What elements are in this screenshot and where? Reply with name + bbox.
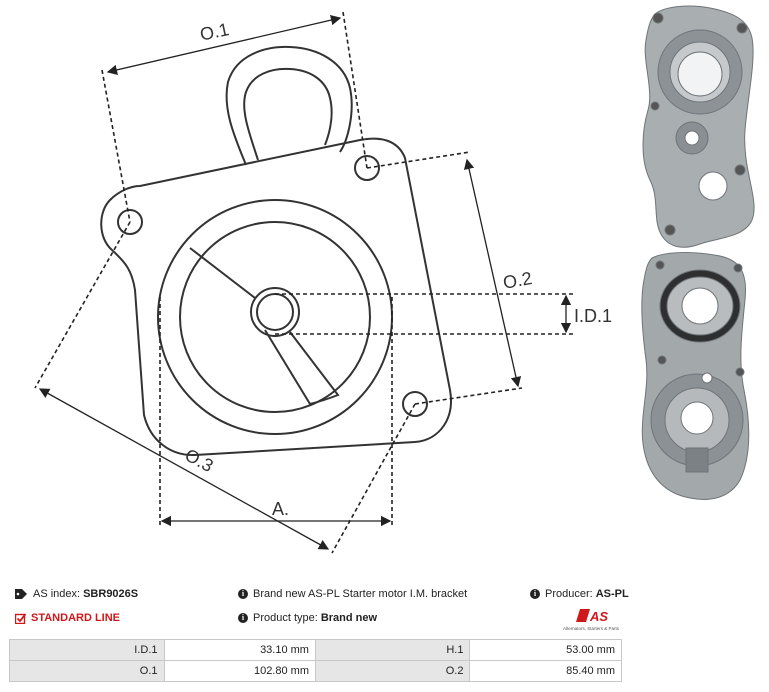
- as-index-value: SBR9026S: [83, 588, 139, 600]
- as-index: AS index: SBR9026S: [15, 588, 138, 600]
- spec-label: I.D.1: [9, 639, 165, 661]
- label-o1: O.1: [198, 19, 231, 45]
- tag-icon: [15, 589, 27, 599]
- producer-value: AS-PL: [595, 588, 629, 600]
- spec-value: 53.00 mm: [469, 639, 622, 661]
- bracket-top-lug-inner: [243, 67, 333, 161]
- table-row: I.D.1 33.10 mm H.1 53.00 mm: [9, 639, 622, 661]
- bushing-outer: [250, 287, 300, 337]
- info-row-2: STANDARD LINE i Product type: Brand new: [15, 612, 625, 630]
- logo-mark: AS: [589, 609, 608, 624]
- info-icon: i: [238, 613, 248, 623]
- info-row-1: AS index: SBR9026S i Brand new AS-PL Sta…: [15, 588, 629, 606]
- info-icon: i: [530, 589, 540, 599]
- as-index-label: AS index:: [33, 588, 81, 600]
- label-o3: O.3: [182, 445, 217, 476]
- as-pl-logo: AS Alternators, Starters & Parts: [560, 606, 626, 634]
- o2-dimension-line: [463, 158, 522, 388]
- label-id1: I.D.1: [574, 306, 612, 326]
- spec-label: O.1: [9, 660, 165, 682]
- product-type-value: Brand new: [320, 612, 378, 624]
- housing-inner-ring: [179, 221, 371, 413]
- o1-ext-left: [101, 69, 131, 223]
- spec-label: O.2: [314, 660, 471, 682]
- o3-ext-right: [331, 403, 416, 554]
- spec-value: 33.10 mm: [163, 639, 316, 661]
- description: i Brand new AS-PL Starter motor I.M. bra…: [238, 588, 467, 600]
- bolt-hole-bottom-right: [402, 391, 428, 417]
- spec-value: 102.80 mm: [163, 660, 316, 682]
- o2-ext-top: [366, 151, 471, 169]
- info-icon: i: [238, 589, 248, 599]
- spec-label: H.1: [314, 639, 471, 661]
- housing-outer-ring: [157, 199, 393, 435]
- label-a: A.: [272, 499, 289, 519]
- bolt-hole-top-right: [354, 155, 380, 181]
- producer-label: Producer:: [545, 588, 593, 600]
- bracket-flange-outline: [100, 137, 452, 457]
- o2-ext-bottom: [414, 387, 523, 405]
- bushing-inner: [256, 293, 294, 331]
- standard-line-badge: STANDARD LINE: [15, 612, 120, 624]
- o1-ext-right: [342, 11, 368, 169]
- bracket-top-lug: [225, 45, 353, 166]
- o3-dimension-line: [38, 388, 330, 550]
- producer: i Producer: AS-PL: [530, 588, 629, 600]
- o1-dimension-line: [106, 14, 342, 76]
- product-type-label: Product type:: [253, 612, 318, 624]
- technical-drawing: O.1 O.2 O.3 I.D.1 A.: [34, 5, 755, 554]
- description-text: Brand new AS-PL Starter motor I.M. brack…: [253, 588, 468, 600]
- table-row: O.1 102.80 mm O.2 85.40 mm: [9, 660, 622, 682]
- label-o2: O.2: [502, 268, 534, 293]
- product-type: i Product type: Brand new: [238, 612, 377, 624]
- specs-table: I.D.1 33.10 mm H.1 53.00 mm O.1 102.80 m…: [9, 639, 622, 682]
- o3-ext-left: [34, 221, 131, 389]
- product-photo-top: [642, 5, 755, 248]
- bolt-hole-left: [117, 209, 143, 235]
- check-square-icon: [15, 612, 26, 624]
- spec-value: 85.40 mm: [469, 660, 622, 682]
- standard-line-text: STANDARD LINE: [31, 612, 121, 624]
- product-photo-bottom: [641, 252, 750, 500]
- logo-tagline: Alternators, Starters & Parts: [563, 626, 620, 631]
